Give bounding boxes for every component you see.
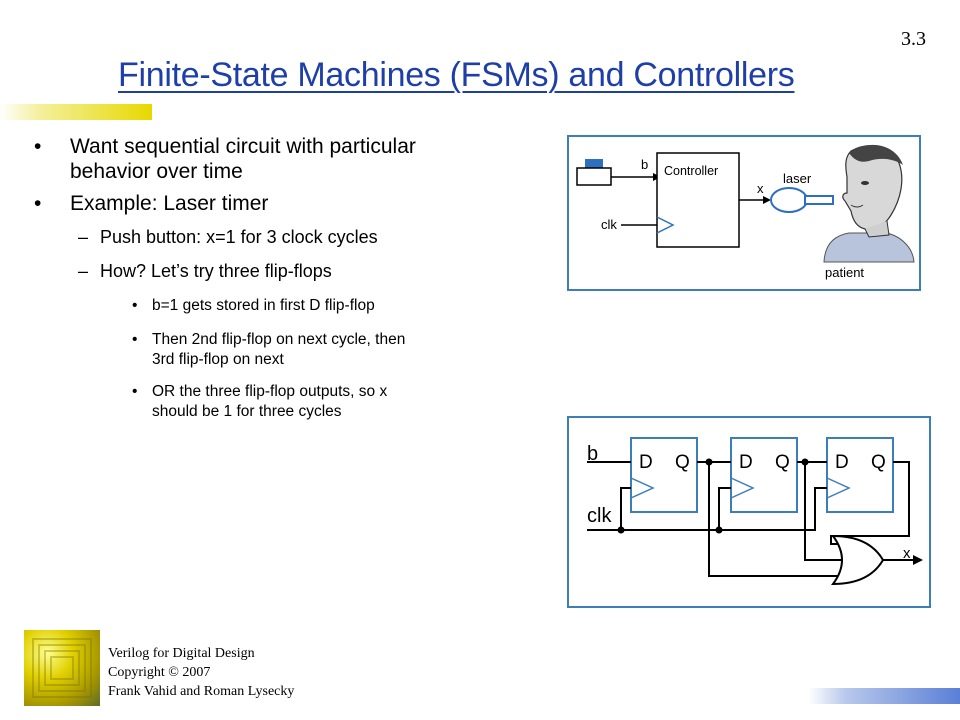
sub-bullet-item: – Push button: x=1 for 3 clock cycles — [30, 226, 530, 248]
laser-tube-icon — [804, 195, 834, 205]
flip-flop-2: D Q — [730, 437, 798, 513]
bullet-text: Then 2nd flip-flop on next cycle, then — [152, 331, 406, 348]
sub-sub-bullet-item: Then 2nd flip-flop on next cycle, then 3… — [30, 330, 530, 370]
clk-label: clk — [601, 217, 617, 232]
b-label: b — [641, 157, 648, 172]
controller-label: Controller — [664, 164, 718, 178]
footer-copyright: Copyright © 2007 — [108, 665, 211, 680]
bullet-item: Want sequential circuit with particular … — [30, 134, 530, 184]
q-pin-label: Q — [871, 452, 886, 473]
bullet-item: Example: Laser timer — [30, 191, 530, 216]
x-arrow — [763, 196, 771, 204]
bullet-text: 3rd flip-flop on next — [152, 351, 284, 368]
patient-label: patient — [825, 265, 864, 280]
b-input-label: b — [587, 443, 598, 465]
bullet-text: b=1 gets stored in first D flip-flop — [152, 297, 375, 314]
laser-timer-figure: b Controller clk x laser patient — [567, 135, 921, 291]
bullet-text: behavior over time — [70, 160, 243, 183]
bullet-text: Example: Laser timer — [70, 192, 269, 215]
push-button-icon — [576, 167, 612, 186]
x-output-arrow — [913, 555, 923, 565]
flip-flop-3: D Q — [826, 437, 894, 513]
footer-book-title: Verilog for Digital Design — [108, 646, 255, 661]
junction-dot — [715, 526, 723, 534]
x-label: x — [757, 181, 764, 196]
junction-dot — [705, 458, 713, 466]
bullet-text: OR the three flip-flop outputs, so x — [152, 383, 388, 400]
patient-icon — [823, 144, 915, 263]
circuit-wires — [587, 461, 915, 577]
controller-box — [656, 152, 740, 248]
q-pin-label: Q — [775, 452, 790, 473]
page-title: Finite-State Machines (FSMs) and Control… — [118, 56, 795, 94]
clk-input-label: clk — [587, 505, 612, 527]
sub-bullet-item: – How? Let’s try three flip-flops — [30, 260, 530, 282]
footer-accent-bar — [808, 688, 960, 704]
d-pin-label: D — [739, 452, 753, 473]
bullet-text: Push button: x=1 for 3 clock cycles — [100, 227, 378, 247]
sub-sub-bullet-item: OR the three flip-flop outputs, so x sho… — [30, 382, 530, 422]
q-pin-label: Q — [675, 452, 690, 473]
laser-timer-diagram: b Controller clk x laser patient — [576, 144, 915, 280]
junction-dot — [617, 526, 625, 534]
d-pin-label: D — [639, 452, 653, 473]
bullet-text: How? Let’s try three flip-flops — [100, 261, 332, 281]
d-pin-label: D — [835, 452, 849, 473]
junction-dot — [801, 458, 809, 466]
clock-triangle — [656, 216, 675, 234]
or-gate — [831, 534, 885, 586]
title-accent-bar — [0, 104, 152, 120]
bullet-text: Want sequential circuit with particular — [70, 135, 416, 158]
laser-label: laser — [783, 171, 812, 186]
slide-number: 3.3 — [901, 28, 926, 50]
dash-marker: – — [78, 227, 89, 247]
footer-authors: Frank Vahid and Roman Lysecky — [108, 684, 295, 699]
button-cap — [585, 159, 603, 168]
flip-flop-circuit-figure: b clk x D Q D Q D Q — [567, 416, 931, 608]
flip-flop-1: D Q — [630, 437, 698, 513]
laser-body-icon — [770, 187, 808, 213]
bullet-list: Want sequential circuit with particular … — [30, 134, 530, 430]
book-logo — [24, 630, 100, 706]
flip-flop-circuit-diagram: b clk x D Q D Q D Q — [587, 437, 923, 586]
bullet-text: should be 1 for three cycles — [152, 403, 342, 420]
sub-sub-bullet-item: b=1 gets stored in first D flip-flop — [30, 296, 530, 316]
footer-credits: Verilog for Digital Design Copyright © 2… — [108, 644, 294, 701]
x-output-label: x — [903, 545, 911, 562]
dash-marker: – — [78, 261, 89, 281]
